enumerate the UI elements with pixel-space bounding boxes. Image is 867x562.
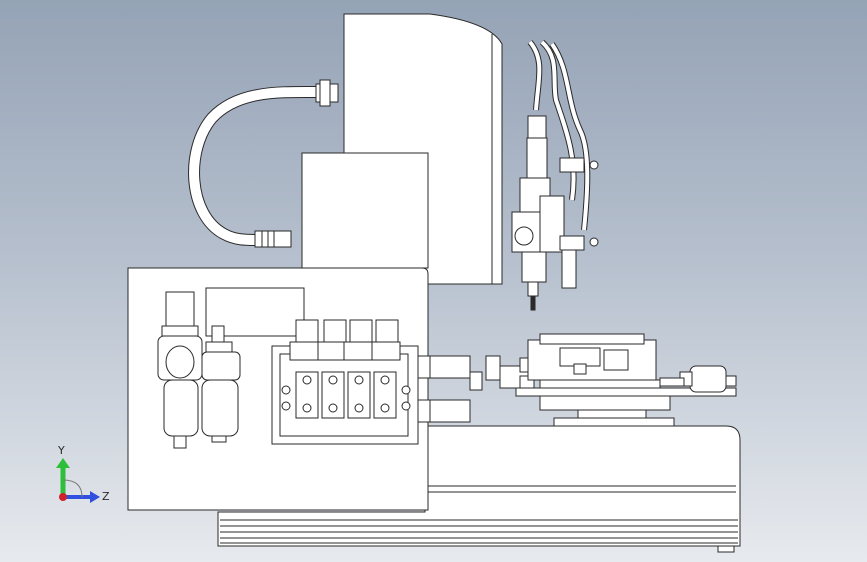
y-axis-label: Y xyxy=(57,444,65,457)
filter-regulator xyxy=(157,291,241,449)
cable-hose xyxy=(188,79,339,248)
solenoid-valve-manifold xyxy=(271,319,419,445)
z-axis-label: Z xyxy=(102,490,110,503)
dispensing-head xyxy=(511,39,599,311)
pneumatic-cylinders xyxy=(417,355,483,423)
z-axis-block xyxy=(301,152,429,269)
x-axis-point xyxy=(59,493,67,501)
coordinate-triad: Y Z xyxy=(56,444,110,503)
work-fixture xyxy=(485,333,737,427)
